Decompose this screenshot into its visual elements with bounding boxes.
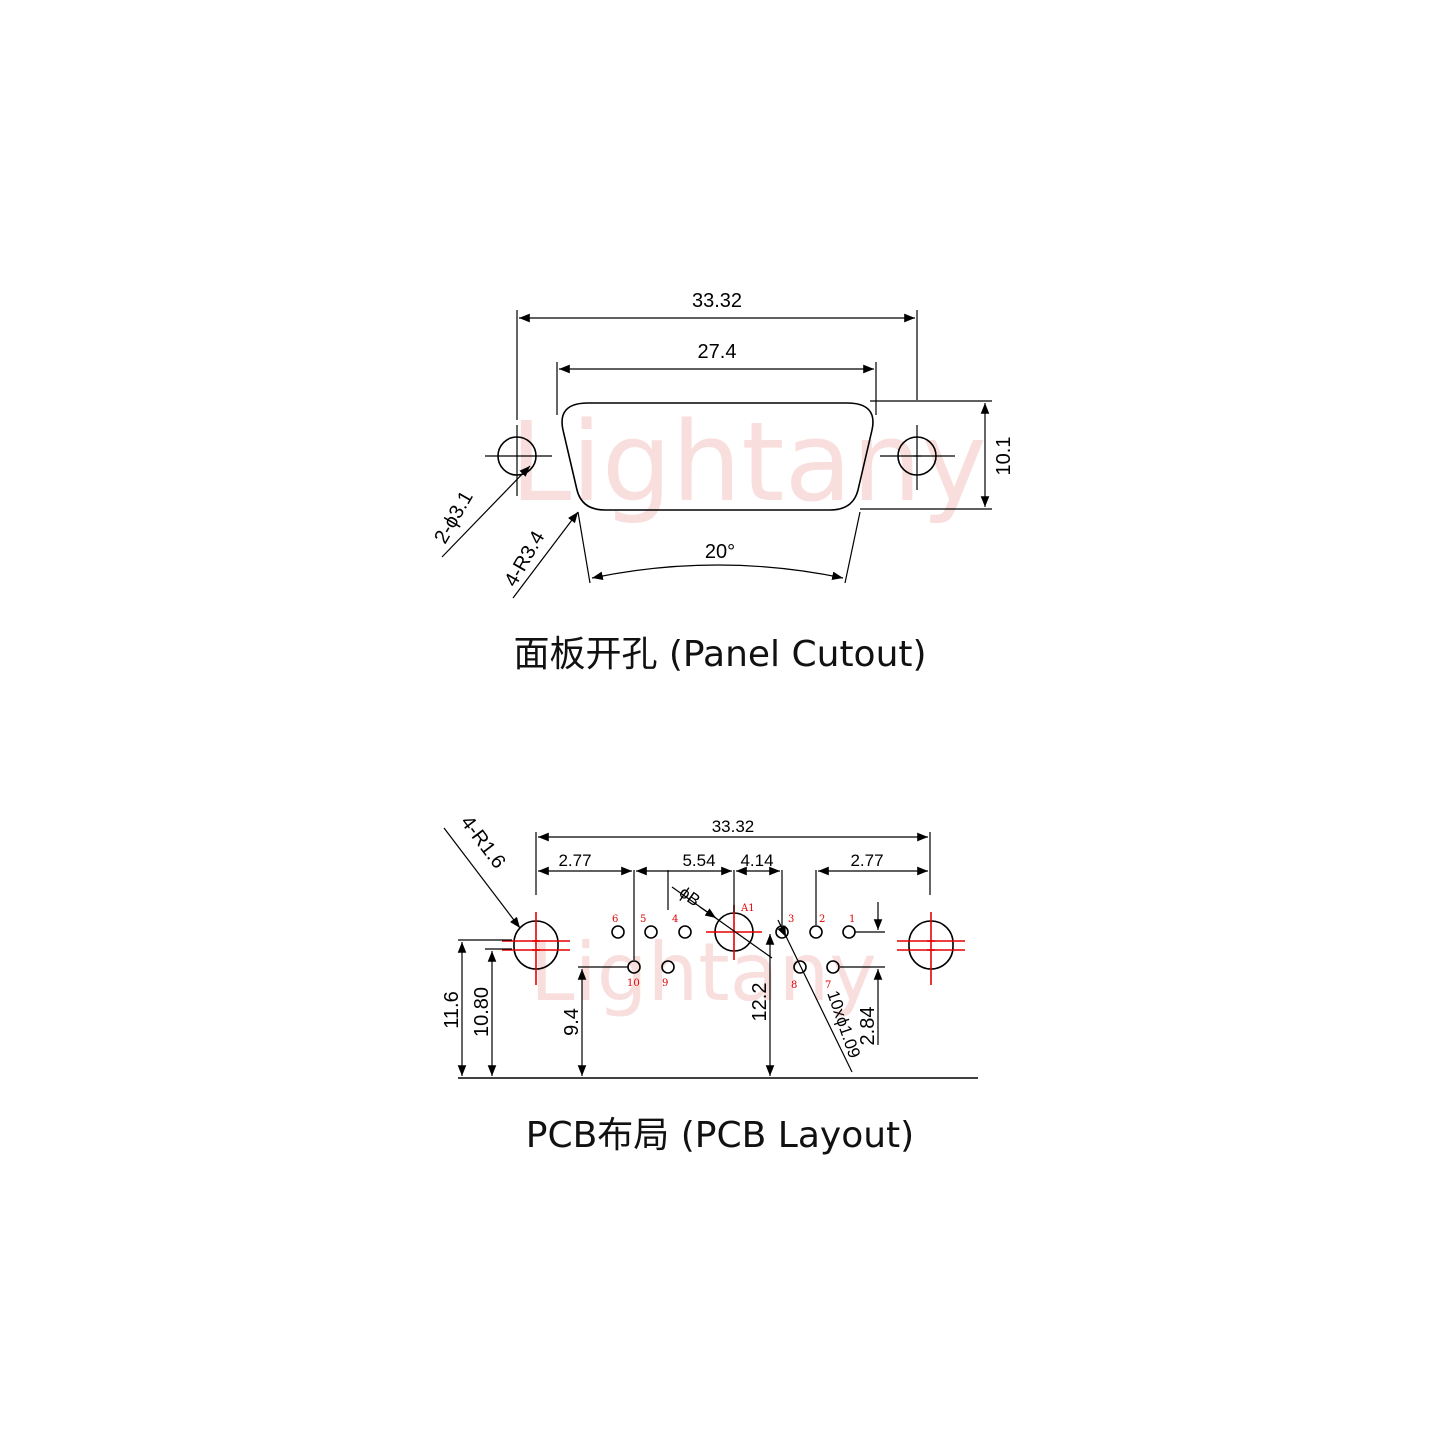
- pin-label-10: 10: [627, 978, 640, 989]
- pin-label-4: 4: [672, 914, 678, 925]
- watermark-top: Lightany: [510, 398, 987, 526]
- pin-label-a1: A1: [740, 903, 755, 914]
- pin-label-6: 6: [612, 914, 618, 925]
- dim-pcb-h-11-6: 11.6: [441, 991, 463, 1028]
- dim-pcb-h-9-4: 9.4: [561, 1008, 583, 1036]
- dim-pcb-h-12-2: 12.2: [749, 983, 771, 1022]
- dim-panel-shell-width: 27.4: [698, 341, 737, 363]
- pin-hole-5: [644, 925, 658, 939]
- pin-hole-4: [678, 925, 692, 939]
- dim-pcb-left-offset: 2.77: [558, 851, 591, 870]
- dim-pcb-h-2-84: 2.84: [857, 1007, 879, 1046]
- pin-label-3: 3: [788, 914, 794, 925]
- panel-cutout-drawing: 33.32 27.4 10.1 2-ϕ3.1 4-R3.4 20° 面板开孔 (…: [430, 290, 1015, 675]
- pin-label-1: 1: [849, 914, 855, 925]
- pin-label-8: 8: [791, 980, 797, 991]
- dim-panel-overall-width: 33.32: [692, 290, 742, 312]
- pcb-layout-drawing: A1 6 5 4 3 2 1 10 9 8 7 33.32: [441, 812, 978, 1156]
- dim-panel-height: 10.1: [993, 437, 1015, 476]
- dim-pcb-corner-radius: 4-R1.6: [456, 812, 510, 873]
- dim-panel-hole-dia: 2-ϕ3.1: [430, 487, 477, 547]
- panel-cutout-caption: 面板开孔 (Panel Cutout): [513, 634, 926, 675]
- dim-pcb-right-offset: 2.77: [850, 851, 883, 870]
- pin-hole-2: [809, 925, 823, 939]
- pin-label-5: 5: [640, 914, 646, 925]
- pin-label-9: 9: [662, 978, 668, 989]
- dim-pcb-mid-right: 4.14: [740, 851, 773, 870]
- pin-label-7: 7: [825, 980, 831, 991]
- pin-hole-7: [826, 960, 840, 974]
- dim-pcb-overall-width: 33.32: [712, 817, 755, 836]
- dim-pcb-h-10-80: 10.80: [471, 987, 493, 1037]
- d-shell-outline: [561, 402, 874, 511]
- pcb-layout-caption: PCB布局 (PCB Layout): [526, 1115, 914, 1156]
- dim-pcb-mid-left: 5.54: [682, 851, 715, 870]
- pin-label-2: 2: [819, 914, 825, 925]
- pin-hole-6: [611, 925, 625, 939]
- pin-hole-9: [661, 960, 675, 974]
- pin-hole-8: [793, 960, 807, 974]
- dim-panel-angle: 20°: [705, 541, 735, 563]
